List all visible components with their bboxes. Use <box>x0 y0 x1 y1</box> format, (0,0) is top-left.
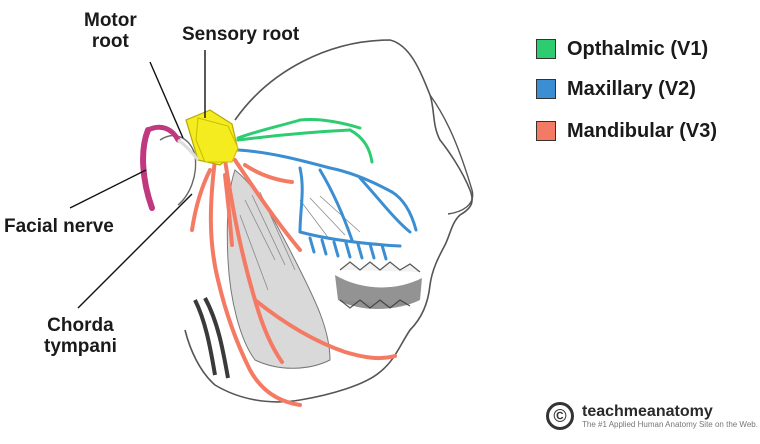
brand-logo[interactable]: © teachmeanatomy The #1 Applied Human An… <box>546 402 758 430</box>
brand-text: teachmeanatomy The #1 Applied Human Anat… <box>582 403 758 430</box>
chorda-tympani-label: Chorda tympani <box>44 315 117 357</box>
nose-outline <box>429 94 474 215</box>
upper-teeth <box>339 261 421 273</box>
ear-region <box>159 135 197 206</box>
legend-swatch-v2 <box>536 79 556 99</box>
legend-swatch-v3 <box>536 121 556 141</box>
mouth-cavity <box>335 275 422 309</box>
facial-nerve-loop <box>145 124 181 143</box>
jaw-shading <box>226 169 331 369</box>
legend-label-v3: Mandibular (V3) <box>567 119 718 142</box>
legend-item-v3: Mandibular (V3) <box>536 118 717 144</box>
v2-branches <box>236 148 418 261</box>
chorda-tympani-pointer <box>77 193 193 309</box>
pointer-lines <box>69 50 206 309</box>
copyright-icon: © <box>546 402 574 430</box>
legend-item-v1: Opthalmic (V1) <box>536 36 708 62</box>
legend-label-v2: Maxillary (V2) <box>567 77 696 100</box>
v1-branches <box>236 118 374 164</box>
legend-label-v1: Opthalmic (V1) <box>567 37 709 60</box>
v3-branches <box>190 158 397 407</box>
trigeminal-ganglion <box>195 117 239 163</box>
motor-root-fibre <box>177 138 200 161</box>
brand-tagline: The #1 Applied Human Anatomy Site on the… <box>582 419 758 429</box>
legend-item-v2: Maxillary (V2) <box>536 76 696 102</box>
brand-name: teachmeanatomy <box>582 402 713 420</box>
facial-nerve-pointer <box>69 169 147 209</box>
neck-vessels <box>193 297 230 379</box>
sensory-root-label: Sensory root <box>182 24 300 45</box>
facial-nerve-trunk <box>140 127 155 211</box>
motor-root-pointer <box>149 61 184 139</box>
facial-nerve-label: Facial nerve <box>4 216 114 237</box>
legend-swatch-v1 <box>536 39 556 59</box>
motor-root-label: Motor root <box>84 10 137 52</box>
face-outline <box>184 39 473 403</box>
